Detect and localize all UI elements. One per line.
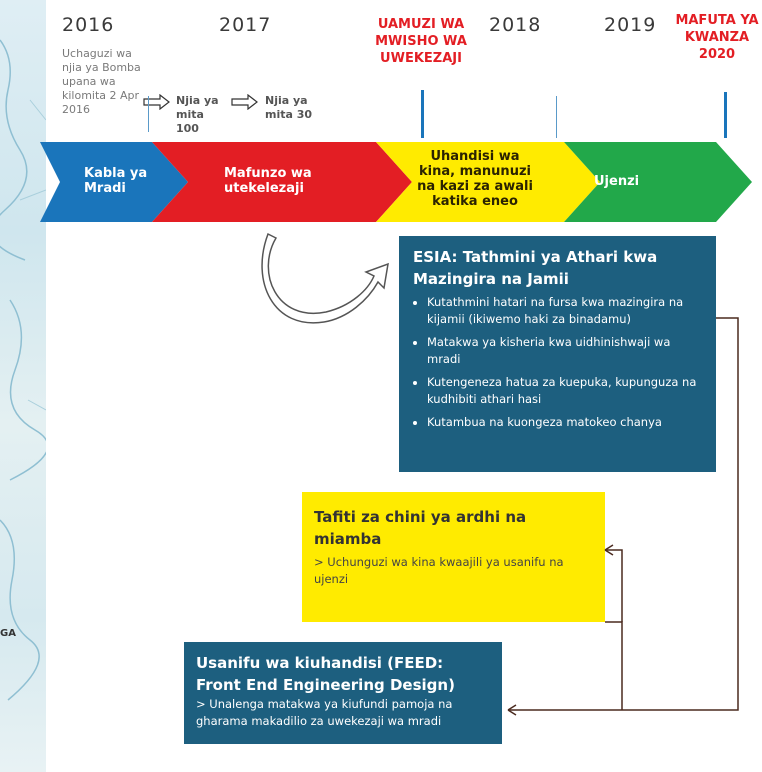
narrowing-30-label: Njia ya mita (265, 94, 308, 121)
fid-tick (421, 90, 424, 138)
phase-label-implementation: Mafunzo wa utekelezaji (224, 166, 312, 196)
map-rivers (0, 39, 46, 701)
feed-text: > Unalenga matakwa ya kiufundi pamoja na… (196, 697, 453, 728)
map-label: GA (0, 628, 16, 639)
year-2016: 2016 (62, 14, 115, 36)
geotech-text: > Uchunguzi wa kina kwaajili ya usanifu … (314, 555, 564, 586)
esia-title: ESIA: Tathmini ya Athari kwa Mazingira n… (413, 248, 658, 288)
narrow-arrow-icon (231, 94, 258, 110)
phase-label-construction: Ujenzi (594, 174, 640, 189)
geotech-title: Tafiti za chini ya ardhi na miamba (314, 508, 527, 548)
first-oil-milestone: MAFUTA YA KWANZA 2020 (675, 13, 759, 62)
narrowing-100-value: 100 (176, 122, 199, 135)
narrowing-30: Njia ya mita 30 (265, 94, 325, 122)
narrow-arrow-icon (143, 94, 170, 110)
geotech-box: Tafiti za chini ya ardhi na miamba > Uch… (302, 492, 605, 622)
year-2017: 2017 (219, 14, 272, 36)
esia-bullet: Kutengeneza hatua za kuepuka, kupunguza … (427, 374, 704, 408)
esia-bullet: Kutathmini hatari na fursa kwa mazingira… (427, 294, 704, 328)
phase-label-detailed-engineering: Uhandisi wa kina, manunuzi na kazi za aw… (417, 149, 533, 209)
curved-arrow-icon (261, 232, 389, 324)
feed-title: Usanifu wa kiuhandisi (FEED: Front End E… (196, 654, 455, 694)
year-2019: 2019 (604, 14, 657, 36)
fid-milestone: UAMUZI WA MWISHO WA UWEKEZAJI (375, 17, 467, 66)
first-oil-tick (724, 92, 727, 138)
esia-bullet: Kutambua na kuongeza matokeo chanya (427, 414, 704, 431)
esia-box: ESIA: Tathmini ya Athari kwa Mazingira n… (399, 236, 716, 472)
narrowing-30-value: 30 (296, 108, 313, 121)
phase-chevron-implementation (152, 142, 412, 222)
phase-boundary-tick (556, 96, 557, 138)
esia-bullet: Matakwa ya kisheria kwa uidhinishwaji wa… (427, 334, 704, 368)
narrowing-100-label: Njia ya mita (176, 94, 219, 121)
background-map: GA (0, 0, 46, 772)
phase-chevron-detailed-engineering (376, 142, 600, 222)
route-selection-tick (148, 96, 149, 132)
route-selection-note: Uchaguzi wa njia ya Bomba upana wa kilom… (62, 47, 141, 116)
phase-chevron-pre-project (40, 142, 188, 222)
year-2018: 2018 (489, 14, 542, 36)
phase-bar (40, 142, 752, 222)
phase-chevron-construction (564, 142, 752, 222)
connector-lines (507, 317, 739, 716)
esia-bullets: Kutathmini hatari na fursa kwa mazingira… (413, 294, 704, 431)
narrowing-100: Njia ya mita 100 (176, 94, 236, 136)
feed-box: Usanifu wa kiuhandisi (FEED: Front End E… (184, 642, 502, 744)
phase-label-pre-project: Kabla ya Mradi (84, 166, 148, 196)
